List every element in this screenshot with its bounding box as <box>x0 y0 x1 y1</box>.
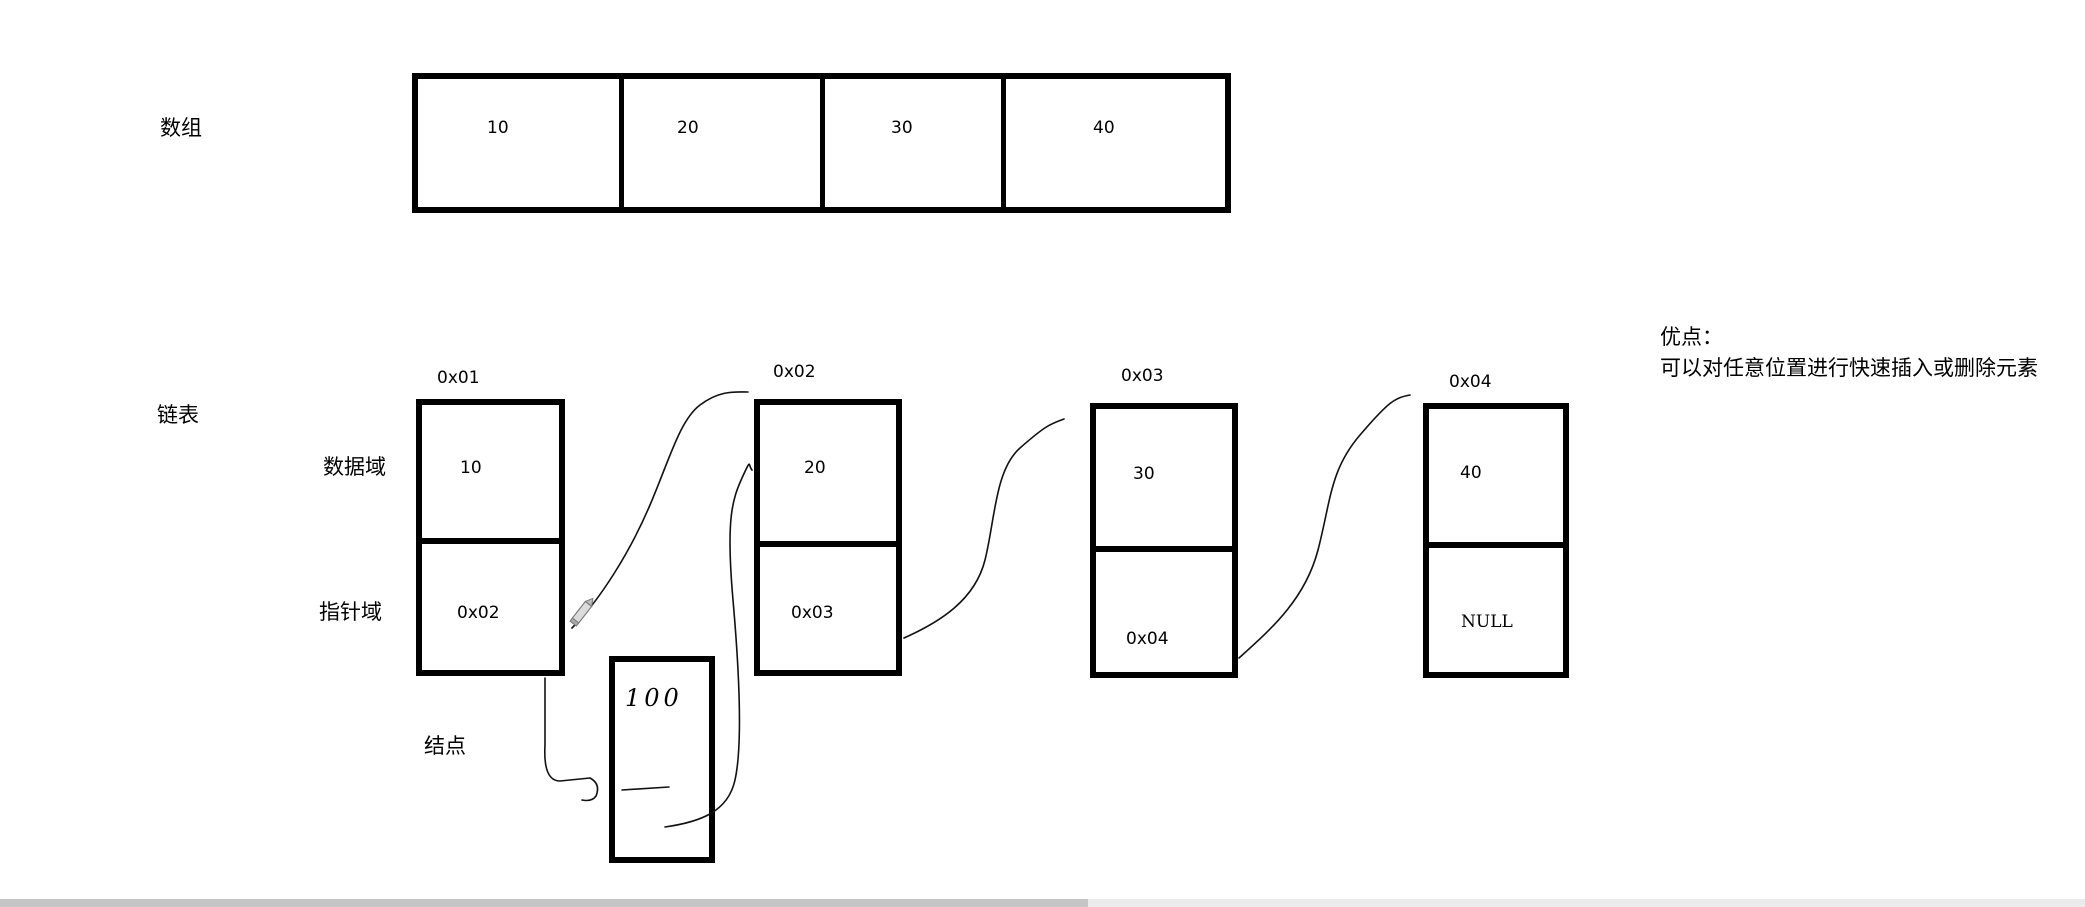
node-box <box>416 399 565 676</box>
inserted-node-data: 100 <box>625 684 683 712</box>
node-address: 0x01 <box>437 368 480 388</box>
array-divider <box>820 77 825 207</box>
node-label: 结点 <box>424 734 466 758</box>
array-cell-value: 10 <box>487 118 509 138</box>
node-data: 30 <box>1133 464 1155 484</box>
scrollbar-thumb[interactable] <box>0 899 1088 907</box>
pencil-icon <box>569 597 594 627</box>
node-data-cell <box>1096 409 1232 552</box>
node-box <box>1090 403 1238 678</box>
array-divider <box>619 77 624 207</box>
node-data-cell <box>422 405 559 544</box>
node-box <box>754 399 902 676</box>
node-next-pointer: 0x02 <box>457 603 500 623</box>
node-next-pointer: 0x04 <box>1126 629 1169 649</box>
node-box <box>1423 403 1569 678</box>
link-curve-node1-to-node2 <box>571 391 749 629</box>
node-data: 10 <box>460 458 482 478</box>
link-curve-node2-to-node3 <box>903 418 1065 639</box>
node-data: 40 <box>1460 463 1482 483</box>
array-cell-value: 40 <box>1093 118 1115 138</box>
linked-list-label: 链表 <box>157 403 199 427</box>
data-field-label: 数据域 <box>323 455 386 479</box>
node-next-pointer: 0x03 <box>791 603 834 623</box>
node-data-cell <box>760 405 896 547</box>
array-cell-value: 30 <box>891 118 913 138</box>
array-divider <box>1001 77 1006 207</box>
node-address: 0x03 <box>1121 366 1164 386</box>
node-data: 20 <box>804 458 826 478</box>
array-box <box>412 73 1231 213</box>
link-curve-node3-to-node4 <box>1238 394 1411 659</box>
advantages-title: 优点： <box>1660 325 1723 349</box>
link-curve-node1-to-inserted <box>543 677 599 802</box>
array-label: 数组 <box>160 116 202 140</box>
pointer-field-label: 指针域 <box>319 600 382 624</box>
node-next-pointer: NULL <box>1461 612 1513 632</box>
node-address: 0x02 <box>773 362 816 382</box>
node-data-cell <box>1429 409 1563 548</box>
horizontal-scrollbar[interactable] <box>0 899 2085 907</box>
node-address: 0x04 <box>1449 372 1492 392</box>
advantages-text: 可以对任意位置进行快速插入或删除元素 <box>1660 356 2038 380</box>
array-cell-value: 20 <box>677 118 699 138</box>
